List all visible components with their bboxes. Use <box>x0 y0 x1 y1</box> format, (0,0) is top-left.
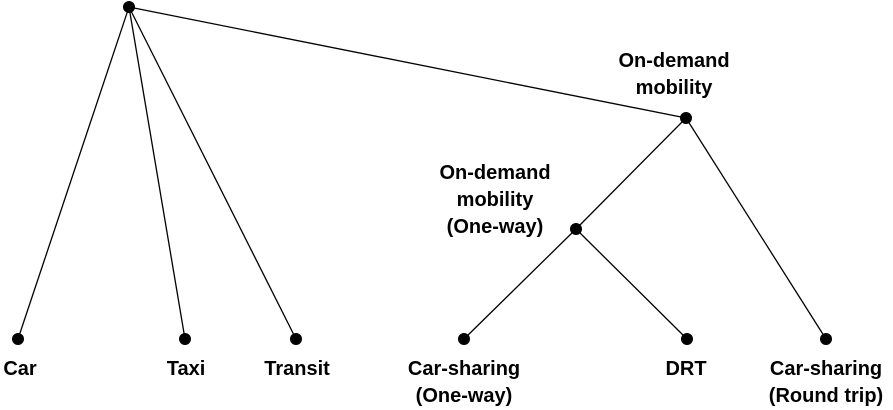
label-line: On-demand <box>618 50 729 72</box>
label-line: mobility <box>457 189 535 211</box>
label-line: Car-sharing <box>408 358 520 380</box>
node-drt <box>681 333 693 345</box>
label-car-sharing-one-way: Car-sharing (One-way) <box>408 358 520 407</box>
label-line: DRT <box>665 358 706 380</box>
label-on-demand: On-demand mobility <box>618 50 729 99</box>
edge-on-demand-to-car-sharing-round-trip <box>685 117 827 340</box>
node-taxi <box>179 333 191 345</box>
label-car-sharing-round-trip: Car-sharing (Round trip) <box>769 358 883 407</box>
node-car-sharing-round-trip <box>820 333 832 345</box>
edge-on-demand-to-on-demand-one-way <box>575 117 687 230</box>
label-line: Car <box>3 358 37 380</box>
edge-root-to-transit <box>128 6 297 340</box>
tree-edges <box>17 6 827 340</box>
node-on-demand <box>680 112 692 124</box>
edge-root-to-taxi <box>128 6 186 340</box>
label-line: Transit <box>264 358 330 380</box>
label-taxi: Taxi <box>167 358 206 380</box>
edge-root-to-car <box>17 6 130 340</box>
label-on-demand-one-way: On-demand mobility (One-way) <box>439 162 550 238</box>
node-car <box>12 333 24 345</box>
label-line: (Round trip) <box>769 385 883 407</box>
tree-nodes <box>12 1 832 345</box>
label-line: Taxi <box>167 358 206 380</box>
label-drt: DRT <box>665 358 706 380</box>
node-root <box>123 1 135 13</box>
edge-on-demand-one-way-to-drt <box>575 228 688 340</box>
label-line: (One-way) <box>447 216 544 238</box>
label-line: On-demand <box>439 162 550 184</box>
edge-root-to-on-demand <box>128 6 687 119</box>
label-line: mobility <box>636 77 714 99</box>
edge-on-demand-one-way-to-car-sharing-one-way <box>463 228 577 340</box>
node-car-sharing-one-way <box>458 333 470 345</box>
label-line: Car-sharing <box>770 358 882 380</box>
label-car: Car <box>3 358 37 380</box>
node-on-demand-one-way <box>570 223 582 235</box>
label-line: (One-way) <box>416 385 513 407</box>
label-transit: Transit <box>264 358 330 380</box>
node-transit <box>290 333 302 345</box>
